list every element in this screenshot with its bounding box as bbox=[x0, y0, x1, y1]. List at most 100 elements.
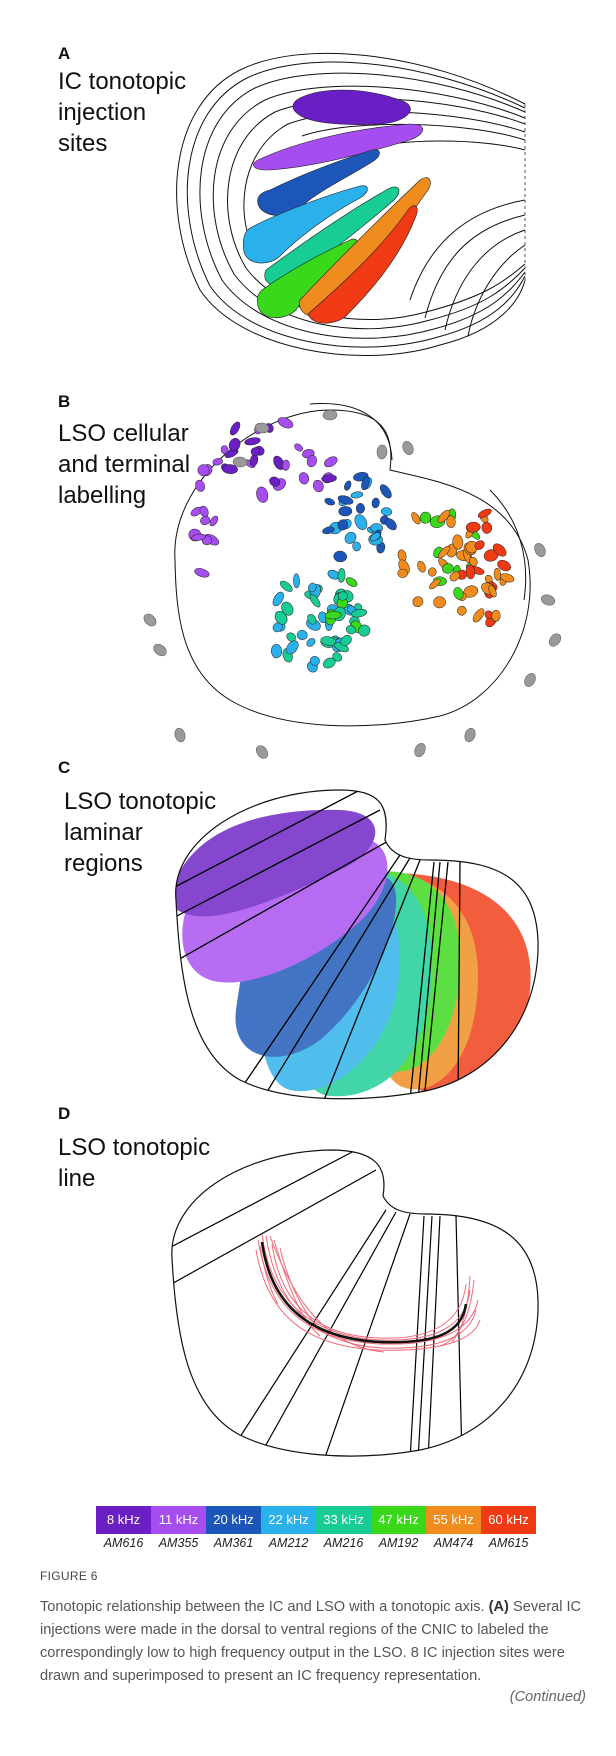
caption-sentence: Tonotopic relationship between the IC an… bbox=[40, 1599, 485, 1615]
panel-title-b: LSO cellular and terminal labelling bbox=[58, 420, 191, 509]
lso-laminar-regions-drawing bbox=[175, 789, 539, 1100]
labelled-cell bbox=[492, 543, 507, 557]
labelled-cell bbox=[437, 509, 451, 524]
labelled-cell bbox=[281, 601, 294, 616]
labelled-cell bbox=[481, 521, 493, 534]
panel-title-c: LSO tonotopic laminar regions bbox=[64, 788, 217, 877]
legend-cell: 55 kHz bbox=[426, 1506, 481, 1534]
lso-tonotopic-line-drawing bbox=[171, 1149, 539, 1457]
labelled-cell bbox=[438, 545, 451, 559]
labelled-cell bbox=[321, 474, 337, 483]
labelled-cell bbox=[194, 568, 210, 578]
labelled-cell bbox=[397, 568, 408, 578]
labelled-cell bbox=[273, 455, 285, 470]
labelled-cell bbox=[433, 596, 446, 609]
legend-case-id: AM616 bbox=[103, 1536, 144, 1550]
labelled-cell bbox=[306, 638, 316, 647]
unlabelled-cell bbox=[402, 441, 414, 455]
unlabelled-cell bbox=[524, 673, 536, 687]
labelled-cell bbox=[294, 443, 303, 452]
labelled-cell bbox=[324, 456, 338, 468]
labelled-cell bbox=[493, 567, 502, 581]
labelled-cell bbox=[309, 594, 321, 608]
labelled-cell bbox=[429, 578, 441, 590]
unlabelled-cell bbox=[376, 444, 388, 460]
labelled-cell bbox=[428, 567, 437, 577]
labelled-cell bbox=[417, 560, 426, 573]
labelled-cell bbox=[340, 635, 352, 646]
unlabelled-cell bbox=[540, 594, 556, 606]
unlabelled-cell bbox=[464, 727, 476, 743]
labelled-cell bbox=[369, 532, 381, 542]
labelled-cell bbox=[312, 479, 324, 493]
labelled-cell bbox=[337, 568, 346, 583]
labelled-cell bbox=[354, 514, 368, 530]
frequency-legend: 8 kHz 11 kHz 20 kHz 22 kHz 33 kHz 47 kHz… bbox=[96, 1506, 536, 1534]
legend-cell: 47 kHz bbox=[371, 1506, 426, 1534]
labelled-cell bbox=[212, 458, 223, 466]
labelled-cell bbox=[296, 630, 308, 640]
labelled-cell bbox=[442, 563, 454, 574]
ic-injection-drawing bbox=[176, 52, 526, 357]
unlabelled-cell bbox=[534, 543, 546, 557]
labelled-cell bbox=[361, 476, 370, 491]
labelled-cell bbox=[282, 459, 290, 471]
panel-title-a: IC tonotopic injection sites bbox=[58, 68, 187, 157]
unlabelled-cell bbox=[232, 456, 248, 468]
labelled-cell bbox=[308, 582, 317, 593]
labelled-cell bbox=[322, 526, 335, 535]
labelled-cell bbox=[351, 608, 368, 618]
labelled-cell bbox=[222, 464, 238, 474]
labelled-cell bbox=[337, 591, 348, 601]
labelled-cell bbox=[195, 479, 206, 492]
unlabelled-cell bbox=[254, 422, 270, 434]
figure-caption: Tonotopic relationship between the IC an… bbox=[40, 1596, 588, 1688]
labelled-cell bbox=[307, 614, 317, 625]
legend-cell: 11 kHz bbox=[151, 1506, 206, 1534]
labelled-cell bbox=[197, 464, 210, 477]
labelled-cell bbox=[324, 611, 342, 620]
caption-panel-tag: (A) bbox=[488, 1599, 509, 1615]
labelled-cell bbox=[344, 531, 357, 544]
labelled-cell bbox=[256, 486, 269, 503]
legend-cell: 20 kHz bbox=[206, 1506, 261, 1534]
figure-label: FIGURE 6 bbox=[40, 1569, 98, 1583]
legend-case-id: AM212 bbox=[268, 1536, 309, 1550]
unlabelled-cell bbox=[153, 643, 167, 657]
labelled-cell bbox=[472, 608, 485, 623]
labelled-cell bbox=[324, 498, 335, 506]
labelled-cell bbox=[298, 472, 310, 485]
labelled-cell bbox=[497, 559, 511, 572]
unlabelled-cell bbox=[322, 409, 338, 421]
labelled-cell bbox=[345, 625, 357, 635]
labelled-cell bbox=[465, 521, 481, 533]
labelled-cell bbox=[352, 541, 361, 552]
labelled-cell bbox=[332, 652, 343, 662]
panel-letter-c: C bbox=[58, 758, 71, 777]
labelled-cell bbox=[412, 596, 424, 608]
labelled-cell bbox=[477, 508, 492, 518]
labelled-cell bbox=[269, 476, 281, 487]
labelled-cell bbox=[333, 550, 347, 563]
labelled-cell bbox=[371, 497, 380, 509]
legend-case-id: AM615 bbox=[488, 1536, 529, 1550]
labelled-cell bbox=[271, 644, 282, 659]
labelled-cell bbox=[488, 584, 497, 598]
labelled-cell bbox=[306, 455, 318, 468]
labelled-cell bbox=[345, 577, 358, 587]
legend-case-id: AM216 bbox=[323, 1536, 364, 1550]
labelled-cell bbox=[358, 624, 371, 637]
legend-case-id: AM361 bbox=[213, 1536, 254, 1550]
labelled-cell bbox=[244, 437, 261, 446]
panel-letter-b: B bbox=[58, 392, 71, 411]
legend-case-id: AM355 bbox=[158, 1536, 199, 1550]
legend-case-id: AM474 bbox=[433, 1536, 474, 1550]
labelled-cell bbox=[293, 573, 300, 589]
labelled-cell bbox=[457, 605, 467, 616]
labelled-cell bbox=[272, 591, 284, 607]
labelled-cell bbox=[250, 447, 261, 457]
labelled-cell bbox=[337, 495, 354, 505]
labelled-cell bbox=[338, 506, 353, 517]
labelled-cell bbox=[310, 655, 320, 666]
unlabelled-cell bbox=[255, 745, 269, 759]
